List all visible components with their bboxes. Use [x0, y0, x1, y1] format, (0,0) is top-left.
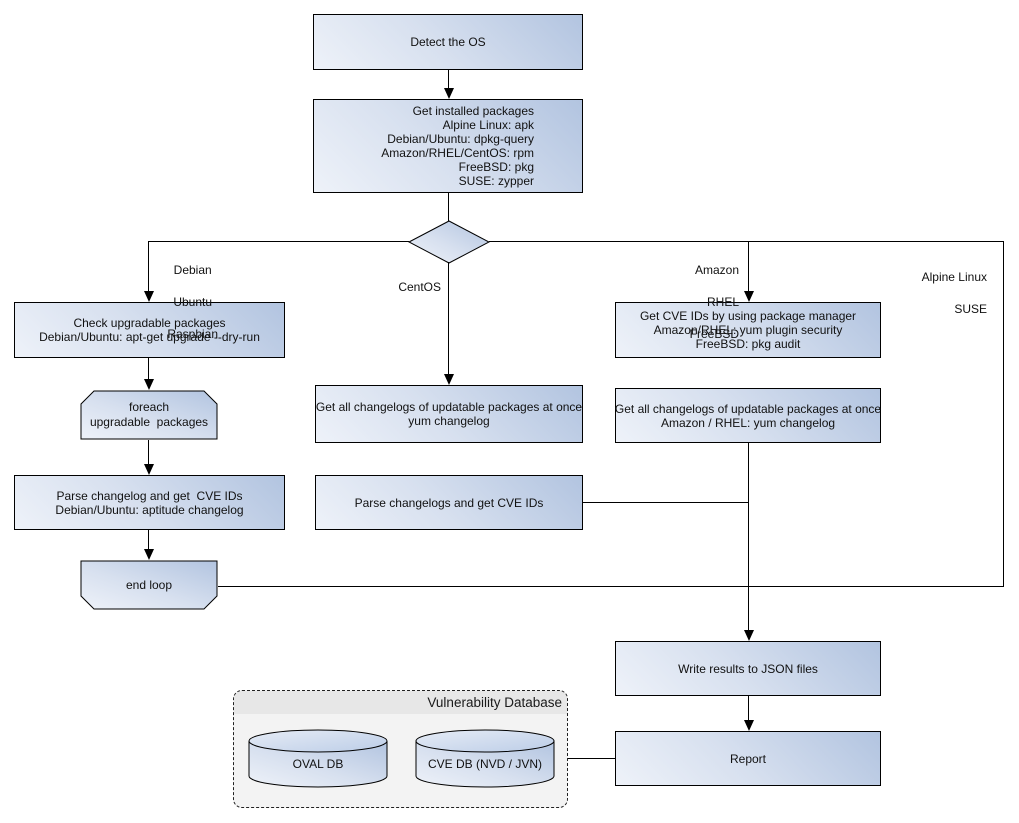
branch-line: Amazon	[694, 263, 739, 277]
node-line: yum changelog	[408, 414, 490, 428]
vulnerability-database-title: Vulnerability Database	[427, 695, 562, 710]
node-get-changelogs-centos: Get all changelogs of updatable packages…	[315, 385, 583, 443]
node-parse-changelog-debian: Parse changelog and get CVE IDs Debian/U…	[14, 475, 285, 530]
branch-line: RHEL	[706, 295, 739, 309]
node-detect-os: Detect the OS	[313, 14, 583, 70]
arrowhead-icon	[144, 291, 154, 302]
branch-line: Raspbian	[167, 327, 219, 341]
arrowhead-icon	[144, 379, 154, 390]
arrowhead-icon	[744, 720, 754, 731]
loop-end-shape	[80, 560, 218, 610]
edge-parse-to-endloop	[148, 530, 149, 549]
node-line: Get CVE IDs by using package manager	[639, 309, 857, 323]
node-line: Alpine Linux: apk	[442, 118, 534, 132]
node-line: Amazon/RHEL/CentOS: rpm	[381, 146, 534, 160]
node-check-upgradable-packages: Check upgradable packages Debian/Ubuntu:…	[14, 302, 285, 358]
vulnerability-database-header: Vulnerability Database	[234, 691, 567, 714]
edge-write-to-report	[748, 696, 749, 720]
branch-line: Ubuntu	[173, 295, 213, 309]
node-line: Debian/Ubuntu: aptitude changelog	[55, 502, 244, 517]
edge-debian-branch	[148, 241, 149, 291]
node-line: Amazon/RHEL: yum plugin security	[653, 323, 843, 337]
branch-line: Alpine Linux	[921, 270, 987, 284]
edge-foreach-to-parse	[148, 440, 149, 464]
label-centos-branch: CentOS	[341, 263, 441, 311]
edge-endloop-merge	[218, 586, 1004, 587]
edge-amazon-branch	[748, 241, 749, 291]
decision-diamond	[408, 220, 490, 264]
branch-line: CentOS	[398, 280, 441, 294]
arrowhead-icon	[144, 464, 154, 475]
arrowhead-icon	[744, 630, 754, 641]
node-line: Amazon / RHEL: yum changelog	[660, 415, 836, 430]
edge-detect-to-installed	[448, 70, 449, 89]
node-line: Get all changelogs of updatable packages…	[614, 401, 882, 416]
edge-alpine-branch	[1003, 241, 1004, 587]
node-line: Get installed packages	[412, 104, 534, 118]
label-alpine-branch: Alpine Linux SUSE	[855, 253, 987, 333]
node-report: Report	[615, 731, 881, 786]
arrowhead-icon	[744, 291, 754, 302]
node-label: Write results to JSON files	[678, 661, 818, 676]
database-cylinder-icon	[415, 729, 555, 788]
node-line: SUSE: zypper	[458, 174, 534, 188]
arrowhead-icon	[144, 549, 154, 560]
node-line: FreeBSD: pkg	[458, 160, 534, 174]
database-cylinder-icon	[248, 729, 388, 788]
node-line: Check upgradable packages	[73, 316, 226, 330]
node-parse-changelogs-centos: Parse changelogs and get CVE IDs	[315, 475, 583, 530]
label-debian-branch: Debian Ubuntu Raspbian	[126, 246, 246, 358]
gradient-defs	[0, 0, 1, 1]
edge-decision-right	[489, 241, 1004, 242]
node-get-changelogs-amazon: Get all changelogs of updatable packages…	[615, 388, 881, 443]
node-get-installed-packages: Get installed packages Alpine Linux: apk…	[313, 99, 583, 193]
edge-check-to-foreach	[148, 358, 149, 379]
edge-decision-left	[148, 241, 409, 242]
arrowhead-icon	[444, 88, 454, 99]
edge-installed-to-decision	[448, 193, 449, 221]
edge-merge-to-write	[748, 443, 749, 630]
node-get-cve-package-manager: Get CVE IDs by using package manager Ama…	[615, 302, 881, 358]
branch-line: FreeBSD	[689, 327, 739, 341]
node-line: Debian/Ubuntu: apt-get upgrade --dry-run	[39, 330, 260, 344]
loop-begin-shape	[80, 390, 218, 440]
arrowhead-icon	[444, 374, 454, 385]
edge-centos-branch	[448, 262, 449, 374]
node-write-results-json: Write results to JSON files	[615, 641, 881, 696]
label-amazon-branch: Amazon RHEL FreeBSD	[639, 246, 739, 358]
node-line: FreeBSD: pkg audit	[695, 337, 801, 351]
node-line: Get all changelogs of updatable packages…	[315, 400, 583, 414]
edge-db-to-report	[568, 758, 615, 759]
node-label: Parse changelogs and get CVE IDs	[354, 495, 544, 510]
node-label: Detect the OS	[410, 35, 486, 49]
node-line: Debian/Ubuntu: dpkg-query	[387, 132, 534, 146]
branch-line: Debian	[173, 263, 212, 277]
branch-line: SUSE	[954, 302, 987, 316]
edge-parsecentos-merge	[583, 502, 748, 503]
node-line: Parse changelog and get CVE IDs	[56, 488, 243, 503]
node-label: Report	[729, 751, 767, 766]
